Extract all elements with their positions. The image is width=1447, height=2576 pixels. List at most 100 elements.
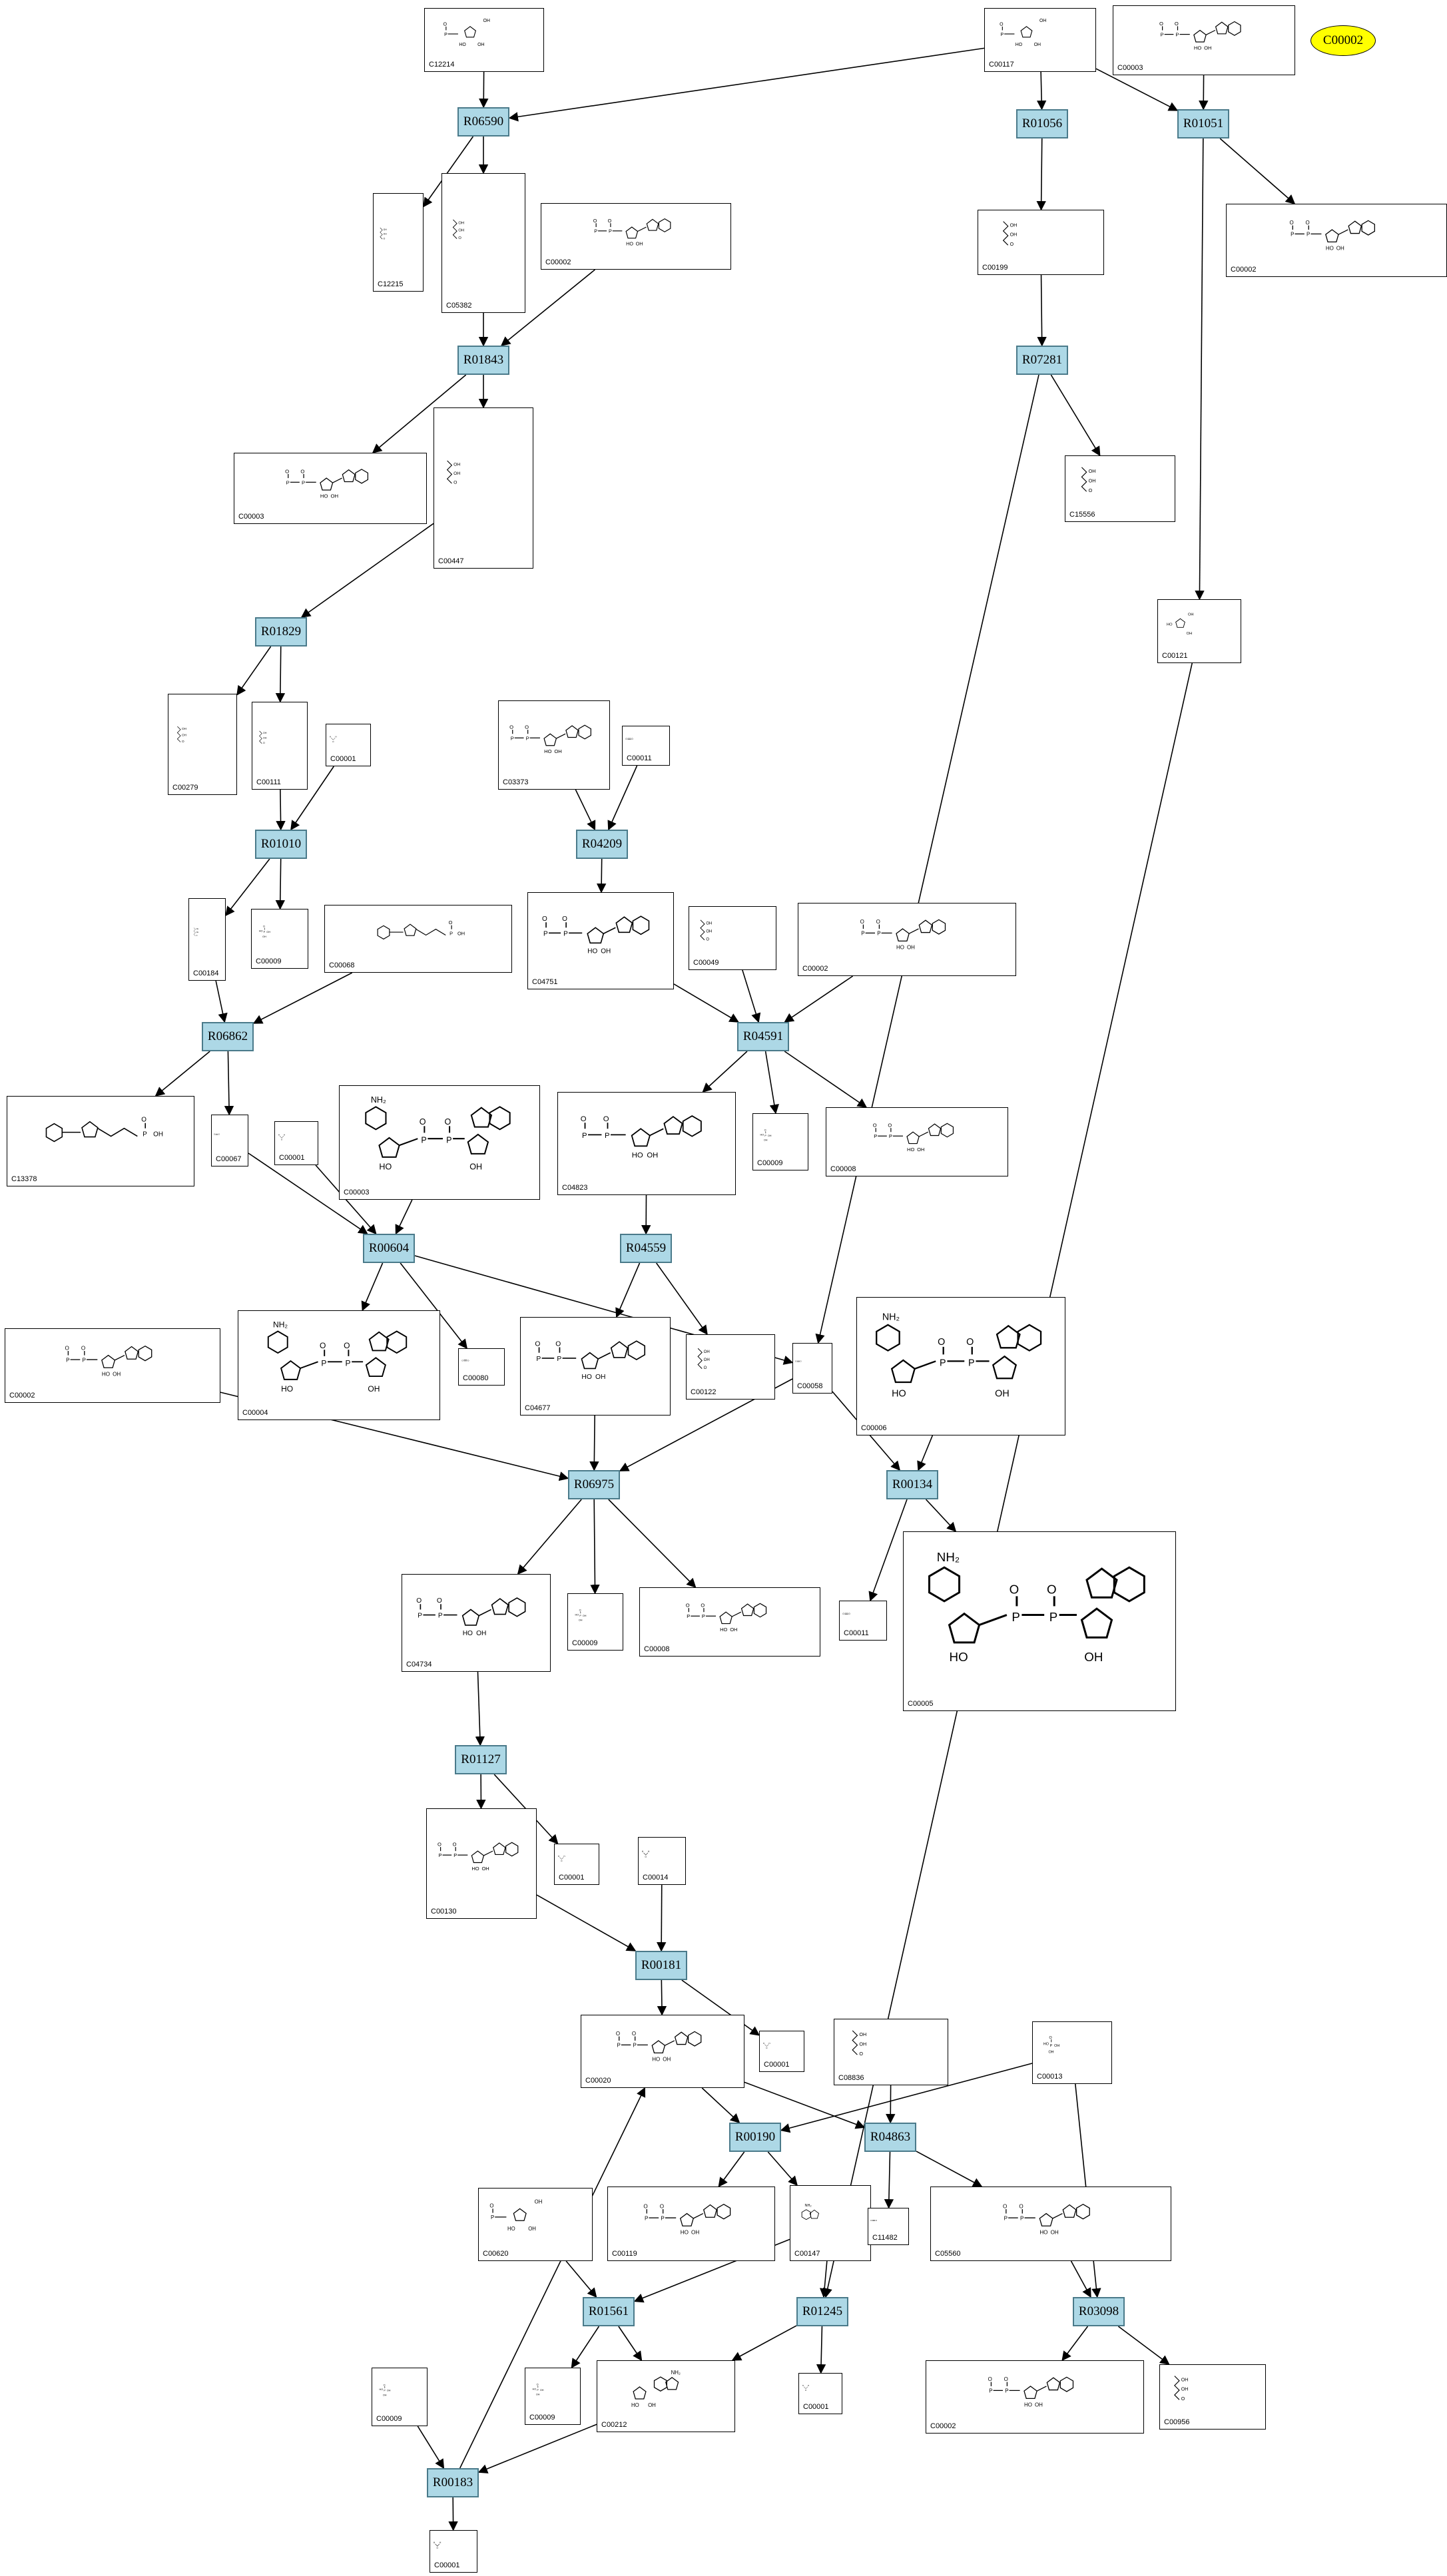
svg-text:OH: OH xyxy=(196,931,199,933)
reaction-r04559[interactable]: R04559 xyxy=(620,1234,672,1263)
reaction-r00181[interactable]: R00181 xyxy=(635,1951,687,1980)
reaction-r00604[interactable]: R00604 xyxy=(363,1234,415,1263)
svg-text:O: O xyxy=(603,1115,609,1123)
reaction-r01561[interactable]: R01561 xyxy=(583,2297,635,2326)
reaction-r01843[interactable]: R01843 xyxy=(457,346,509,375)
reaction-r06862[interactable]: R06862 xyxy=(202,1022,254,1051)
compound-id-label: C00009 xyxy=(757,1159,783,1167)
svg-text:O: O xyxy=(285,469,289,475)
svg-text:HO: HO xyxy=(1040,2229,1048,2235)
reaction-r06590[interactable]: R06590 xyxy=(457,107,509,136)
reaction-r01127[interactable]: R01127 xyxy=(455,1745,507,1774)
reaction-r00134[interactable]: R00134 xyxy=(886,1470,938,1499)
reaction-r03098[interactable]: R03098 xyxy=(1073,2297,1125,2326)
reaction-r07281[interactable]: R07281 xyxy=(1016,346,1068,375)
reaction-r01010[interactable]: R01010 xyxy=(255,830,307,859)
reaction-r00183[interactable]: R00183 xyxy=(427,2468,479,2497)
edge-c00049-to-r04591 xyxy=(742,969,761,1023)
svg-text:HO: HO xyxy=(1024,2402,1032,2408)
compound-id-label: C12215 xyxy=(378,280,404,288)
reaction-r01051[interactable]: R01051 xyxy=(1177,109,1229,138)
reaction-r06975[interactable]: R06975 xyxy=(568,1470,620,1499)
svg-text:P: P xyxy=(346,1358,351,1368)
reaction-r04591[interactable]: R04591 xyxy=(737,1022,789,1051)
compound-id-label: C00004 xyxy=(242,1409,268,1417)
edge-c00111-to-r01010 xyxy=(276,789,286,831)
reaction-r01056[interactable]: R01056 xyxy=(1016,109,1068,138)
svg-text:H: H xyxy=(557,1855,559,1858)
compound-id-label: C03373 xyxy=(503,778,529,786)
reaction-r00190[interactable]: R00190 xyxy=(729,2123,781,2152)
svg-text:P: P xyxy=(557,1356,561,1363)
reaction-r01245[interactable]: R01245 xyxy=(796,2297,848,2326)
reaction-r04209[interactable]: R04209 xyxy=(576,830,628,859)
reaction-r04863[interactable]: R04863 xyxy=(864,2123,916,2152)
reaction-r01829[interactable]: R01829 xyxy=(255,617,307,646)
compound-id-label: C00002 xyxy=(545,258,571,266)
